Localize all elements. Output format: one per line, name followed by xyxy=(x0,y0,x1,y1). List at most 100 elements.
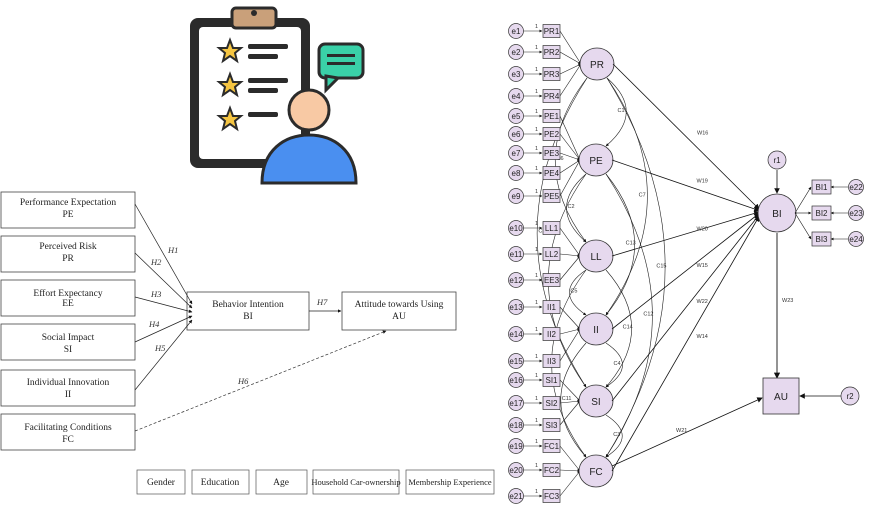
indicator-label: SI2 xyxy=(545,399,558,408)
fixed-loading-label: 1 xyxy=(535,127,538,133)
indicator-label: FC2 xyxy=(544,466,560,475)
indicator-box xyxy=(811,179,832,195)
hypothesis-label: H6 xyxy=(237,376,249,386)
predictor-name: Facilitating Conditions xyxy=(24,423,112,433)
covariance-label: C4 xyxy=(614,361,621,367)
latent-variable xyxy=(578,454,614,488)
error-label: e4 xyxy=(512,92,521,101)
predictor-name: Social Impact xyxy=(42,333,95,343)
indicator-box xyxy=(542,439,561,453)
predictor-box-ii: Individual Innovation II xyxy=(0,369,136,407)
indicator-box xyxy=(542,273,561,287)
covariance-label: C1 xyxy=(618,108,625,114)
error-term xyxy=(508,272,524,288)
hypothesis-arrow-dashed xyxy=(134,330,387,432)
loading-arrow xyxy=(559,399,581,404)
error-label: e7 xyxy=(512,149,521,158)
control-box-car-ownership: Household Car-ownership xyxy=(311,469,401,495)
hypothesis-label: H4 xyxy=(148,319,160,329)
error-label: e15 xyxy=(509,357,523,366)
indicator-box xyxy=(542,489,561,503)
error-label: e17 xyxy=(509,399,523,408)
indicator-label: FC3 xyxy=(544,492,560,501)
error-term xyxy=(508,417,524,433)
latent-label: II xyxy=(593,325,599,336)
hypothesis-arrow xyxy=(134,319,193,391)
error-term xyxy=(508,438,524,454)
covariance-curve xyxy=(605,77,648,316)
predictor-name: Effort Expectancy xyxy=(33,288,102,299)
loading-arrow xyxy=(794,212,812,240)
loading-arrow xyxy=(559,445,581,472)
covariance-label: C2 xyxy=(568,204,575,210)
fixed-loading-label: 1 xyxy=(535,89,538,95)
fixed-loading-label: 1 xyxy=(535,396,538,402)
residual-term xyxy=(767,150,787,170)
error-label: e3 xyxy=(512,70,521,79)
error-term xyxy=(508,44,524,60)
loading-arrow xyxy=(559,469,581,473)
indicator-box xyxy=(542,166,561,180)
predictor-box-pe: Performance Expectation PE xyxy=(0,191,136,229)
error-label: e8 xyxy=(512,169,521,178)
error-term xyxy=(508,488,524,504)
indicator-label: II3 xyxy=(547,357,556,366)
outcome-label: AU xyxy=(774,392,788,403)
error-term xyxy=(508,220,524,236)
covariance-curve xyxy=(554,77,588,243)
error-term xyxy=(508,326,524,342)
indicator-box xyxy=(542,463,561,477)
error-label: e19 xyxy=(509,442,523,451)
error-label: e23 xyxy=(849,209,863,218)
covariance-label: C7 xyxy=(639,193,646,199)
indicator-label: PR3 xyxy=(544,70,560,79)
hypothesis-label: H1 xyxy=(167,245,178,255)
indicator-box xyxy=(542,127,561,141)
covariance-label: C3 xyxy=(613,432,620,438)
covariance-label: C15 xyxy=(656,264,666,270)
control-box-education: Education xyxy=(191,469,250,495)
path-weight-label: W14 xyxy=(697,334,708,340)
residual-term xyxy=(840,386,860,406)
error-term xyxy=(508,145,524,161)
outcome-name: Attitude towards Using xyxy=(355,300,444,310)
indicator-box xyxy=(542,89,561,103)
covariance-curve xyxy=(605,269,632,388)
hypothesis-arrow xyxy=(134,203,193,305)
indicator-label: II1 xyxy=(547,303,556,312)
latent-variable xyxy=(578,312,614,346)
indicator-label: II2 xyxy=(547,330,556,339)
predictor-name: Individual Innovation xyxy=(27,378,110,388)
control-box-gender: Gender xyxy=(136,469,186,495)
error-label: e11 xyxy=(510,250,523,259)
error-label: e21 xyxy=(509,492,523,501)
fixed-loading-label: 1 xyxy=(535,189,538,195)
control-label: Education xyxy=(201,478,240,488)
fixed-loading-label: 1 xyxy=(535,418,538,424)
covariance-curve xyxy=(605,173,653,458)
indicator-label: PE1 xyxy=(544,112,560,121)
error-label: e10 xyxy=(509,224,523,233)
fixed-loading-label: 1 xyxy=(535,489,538,495)
conceptual-model: Performance Expectation PE Perceived Ris… xyxy=(0,191,495,495)
error-label: e6 xyxy=(512,130,521,139)
path-weight-label: W21 xyxy=(676,428,687,434)
indicator-box xyxy=(542,67,561,81)
indicator-label: EE3 xyxy=(544,276,560,285)
survey-clipboard-person-icon xyxy=(190,6,365,185)
fixed-loading-label: 1 xyxy=(535,221,538,227)
loading-arrow xyxy=(794,186,812,214)
structural-path xyxy=(612,63,760,210)
path-weight-label: W15 xyxy=(697,263,708,269)
loading-arrow xyxy=(559,159,581,197)
error-label: e9 xyxy=(512,192,521,201)
structural-path xyxy=(611,215,760,472)
predictor-abbr: PE xyxy=(62,210,73,220)
error-term xyxy=(848,205,864,221)
latent-label: BI xyxy=(772,209,781,220)
indicator-box xyxy=(811,231,832,247)
predictor-abbr: FC xyxy=(62,435,74,445)
control-label: Age xyxy=(273,478,289,488)
covariance-curve xyxy=(536,77,588,388)
fixed-loading-label: 1 xyxy=(535,439,538,445)
